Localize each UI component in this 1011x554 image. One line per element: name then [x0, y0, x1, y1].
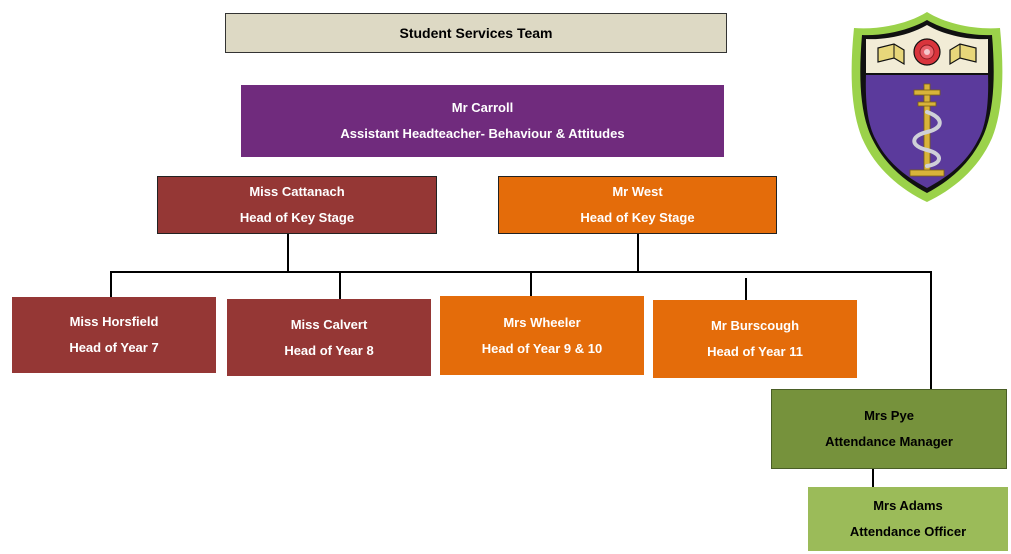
connector-cattanach-down: [287, 233, 289, 272]
node-wheeler: Mrs Wheeler Head of Year 9 & 10: [440, 296, 644, 375]
node-cattanach-name: Miss Cattanach: [249, 184, 345, 199]
node-west-name: Mr West: [612, 184, 663, 199]
connector-wheeler: [530, 271, 532, 297]
connector-pye: [930, 271, 932, 390]
node-adams-role: Attendance Officer: [849, 524, 967, 539]
node-horsfield-role: Head of Year 7: [69, 340, 159, 355]
node-wheeler-name: Mrs Wheeler: [503, 314, 581, 330]
connector-horsfield: [110, 271, 112, 298]
node-carroll: Mr Carroll Assistant Headteacher- Behavi…: [241, 85, 724, 157]
node-pye: Mrs Pye Attendance Manager: [771, 389, 1007, 469]
node-carroll-name: Mr Carroll: [451, 100, 514, 115]
node-adams-name: Mrs Adams: [873, 498, 943, 513]
connector-adams: [872, 469, 874, 487]
node-west: Mr West Head of Key Stage: [498, 176, 777, 234]
node-wheeler-role: Head of Year 9 & 10: [481, 340, 603, 356]
node-pye-role: Attendance Manager: [825, 434, 953, 449]
node-cattanach: Miss Cattanach Head of Key Stage: [157, 176, 437, 234]
node-calvert: Miss Calvert Head of Year 8: [227, 299, 431, 376]
connector-calvert: [339, 271, 341, 299]
connector-west-down: [637, 233, 639, 272]
node-pye-name: Mrs Pye: [864, 408, 914, 423]
title-text: Student Services Team: [399, 25, 553, 41]
node-horsfield-name: Miss Horsfield: [69, 314, 159, 329]
node-burscough-name: Mr Burscough: [710, 318, 800, 333]
connector-horizontal: [110, 271, 932, 273]
node-burscough: Mr Burscough Head of Year 11: [653, 300, 857, 378]
org-chart-title: Student Services Team: [225, 13, 727, 53]
node-horsfield: Miss Horsfield Head of Year 7: [12, 297, 216, 373]
node-carroll-role: Assistant Headteacher- Behaviour & Attit…: [340, 126, 625, 141]
node-cattanach-role: Head of Key Stage: [239, 210, 355, 225]
node-burscough-role: Head of Year 11: [707, 344, 803, 359]
node-west-role: Head of Key Stage: [580, 210, 695, 225]
node-calvert-name: Miss Calvert: [290, 316, 368, 332]
school-crest-icon: [851, 12, 1003, 202]
node-adams: Mrs Adams Attendance Officer: [808, 487, 1008, 551]
connector-burscough: [745, 278, 747, 301]
node-calvert-role: Head of Year 8: [284, 342, 374, 358]
